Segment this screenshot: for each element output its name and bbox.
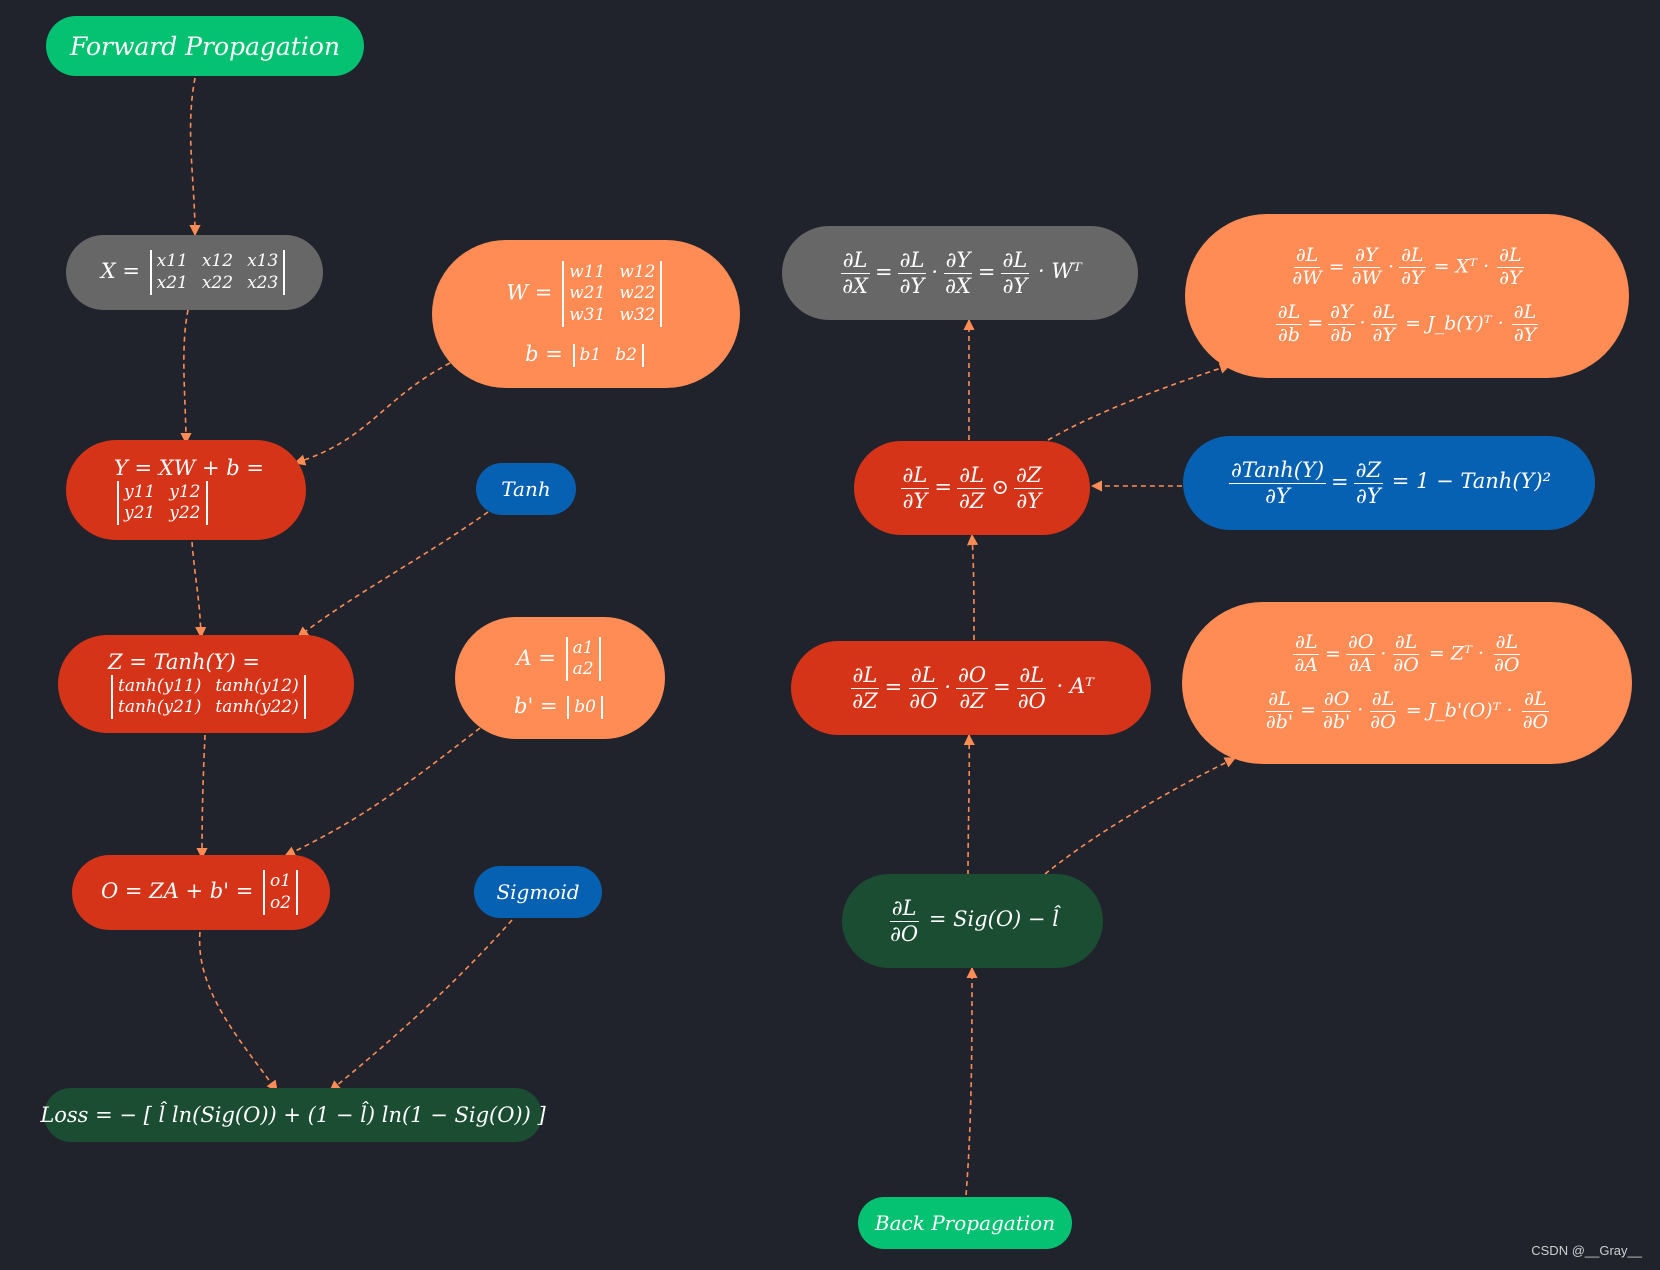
- loss-formula: Loss = − [ l̂ ln(Sig(O)) + (1 − l̂) ln(1…: [40, 1102, 546, 1127]
- z-node: Z = Tanh(Y) = tanh(y11) tanh(y12) tanh(y…: [58, 635, 354, 733]
- edge-tanh-to-z: [297, 511, 489, 638]
- a-matrix: a1 a2: [565, 636, 601, 682]
- dldx-tail: · Wᵀ: [1038, 259, 1082, 284]
- o-matrix: o1 o2: [262, 870, 299, 915]
- edge-o-to-loss: [198, 931, 278, 1092]
- o-lhs: O = ZA + b' =: [100, 879, 254, 903]
- z-lhs: Z = Tanh(Y) =: [108, 649, 261, 674]
- edge-y-to-z: [191, 541, 207, 639]
- x-lhs: X =: [100, 259, 140, 283]
- y-node: Y = XW + b = y11 y12 y21 y22: [66, 440, 306, 540]
- dtanh-tail: = 1 − Tanh(Y)²: [1391, 469, 1551, 494]
- dldx-node: ∂L∂X=∂L∂Y·∂Y∂X=∂L∂Y · Wᵀ: [782, 226, 1138, 320]
- o-node: O = ZA + b' = o1 o2: [72, 855, 330, 930]
- z-matrix: tanh(y11) tanh(y12) tanh(y21) tanh(y22): [111, 674, 306, 720]
- w-matrix: w11 w12 w21 w22 w31 w32: [562, 261, 663, 327]
- b-lhs: b =: [525, 341, 563, 366]
- bprime-lhs: b' =: [514, 694, 558, 719]
- forward-propagation-title: Forward Propagation: [69, 31, 341, 61]
- dw-db-node: ∂L∂W=∂Y∂W·∂L∂Y = Xᵀ · ∂L∂Y ∂L∂b=∂Y∂b·∂L∂…: [1185, 214, 1629, 378]
- tanh-label: Tanh: [501, 477, 551, 501]
- dldo-node: ∂L∂O = Sig(O) − l̂: [842, 874, 1103, 968]
- dbprime-line: ∂L∂b'=∂O∂b'·∂L∂O = J_b'(O)ᵀ · ∂L∂O: [1265, 688, 1549, 733]
- dldz-tail: · Aᵀ: [1056, 674, 1094, 699]
- back-propagation-node: Back Propagation: [858, 1197, 1072, 1249]
- dldy-node: ∂L∂Y=∂L∂Z⊙∂Z∂Y: [854, 441, 1090, 535]
- loss-node: Loss = − [ l̂ ln(Sig(O)) + (1 − l̂) ln(1…: [40, 1088, 546, 1142]
- edge-sigmoid-to-loss: [329, 919, 513, 1092]
- tanh-node: Tanh: [476, 463, 576, 515]
- x-matrix: x11 x12 x13 x21 x22 x23: [149, 250, 286, 295]
- dtanh-node: ∂Tanh(Y)∂Y=∂Z∂Y = 1 − Tanh(Y)²: [1183, 436, 1595, 530]
- bprime-matrix: b0: [567, 696, 603, 720]
- db-line: ∂L∂b=∂Y∂b·∂L∂Y = J_b(Y)ᵀ · ∂L∂Y: [1275, 301, 1539, 346]
- sigmoid-label: Sigmoid: [496, 880, 580, 904]
- edge-dldy-to-dwdb: [1047, 362, 1232, 441]
- da-line: ∂L∂A=∂O∂A·∂L∂O = Zᵀ · ∂L∂O: [1293, 631, 1521, 677]
- sigmoid-node: Sigmoid: [474, 866, 602, 918]
- edge-forward-to-x: [189, 77, 201, 237]
- a-bias-node: A = a1 a2 b' = b0: [455, 617, 665, 739]
- edge-z-to-o: [196, 734, 208, 860]
- dldz-node: ∂L∂Z=∂L∂O·∂O∂Z=∂L∂O · Aᵀ: [791, 641, 1151, 735]
- edge-ab-to-o: [283, 727, 481, 857]
- edge-back-to-dldo: [965, 966, 978, 1196]
- b-matrix: b1 b2: [572, 343, 644, 367]
- forward-propagation-node: Forward Propagation: [46, 16, 364, 76]
- y-lhs: Y = XW + b =: [114, 455, 265, 480]
- dldo-tail: = Sig(O) − l̂: [928, 907, 1059, 932]
- w-lhs: W =: [506, 280, 553, 305]
- a-lhs: A =: [516, 645, 556, 670]
- y-matrix: y11 y12 y21 y22: [117, 480, 208, 526]
- edge-dldo-to-dadb: [1044, 757, 1237, 875]
- x-matrix-node: X = x11 x12 x13 x21 x22 x23: [66, 235, 323, 310]
- weights-bias-node: W = w11 w12 w21 w22 w31 w32 b = b1 b2: [432, 240, 740, 388]
- back-propagation-title: Back Propagation: [874, 1211, 1056, 1235]
- edge-dldz-to-dldy: [966, 533, 979, 641]
- dw-line: ∂L∂W=∂Y∂W·∂L∂Y = Xᵀ · ∂L∂Y: [1292, 244, 1524, 290]
- edge-dldo-to-dldz: [963, 733, 975, 876]
- watermark: CSDN @__Gray__: [1531, 1243, 1642, 1258]
- edge-x-to-y: [180, 309, 192, 445]
- da-db-node: ∂L∂A=∂O∂A·∂L∂O = Zᵀ · ∂L∂O ∂L∂b'=∂O∂b'·∂…: [1182, 602, 1632, 764]
- edge-wb-to-y: [293, 362, 451, 466]
